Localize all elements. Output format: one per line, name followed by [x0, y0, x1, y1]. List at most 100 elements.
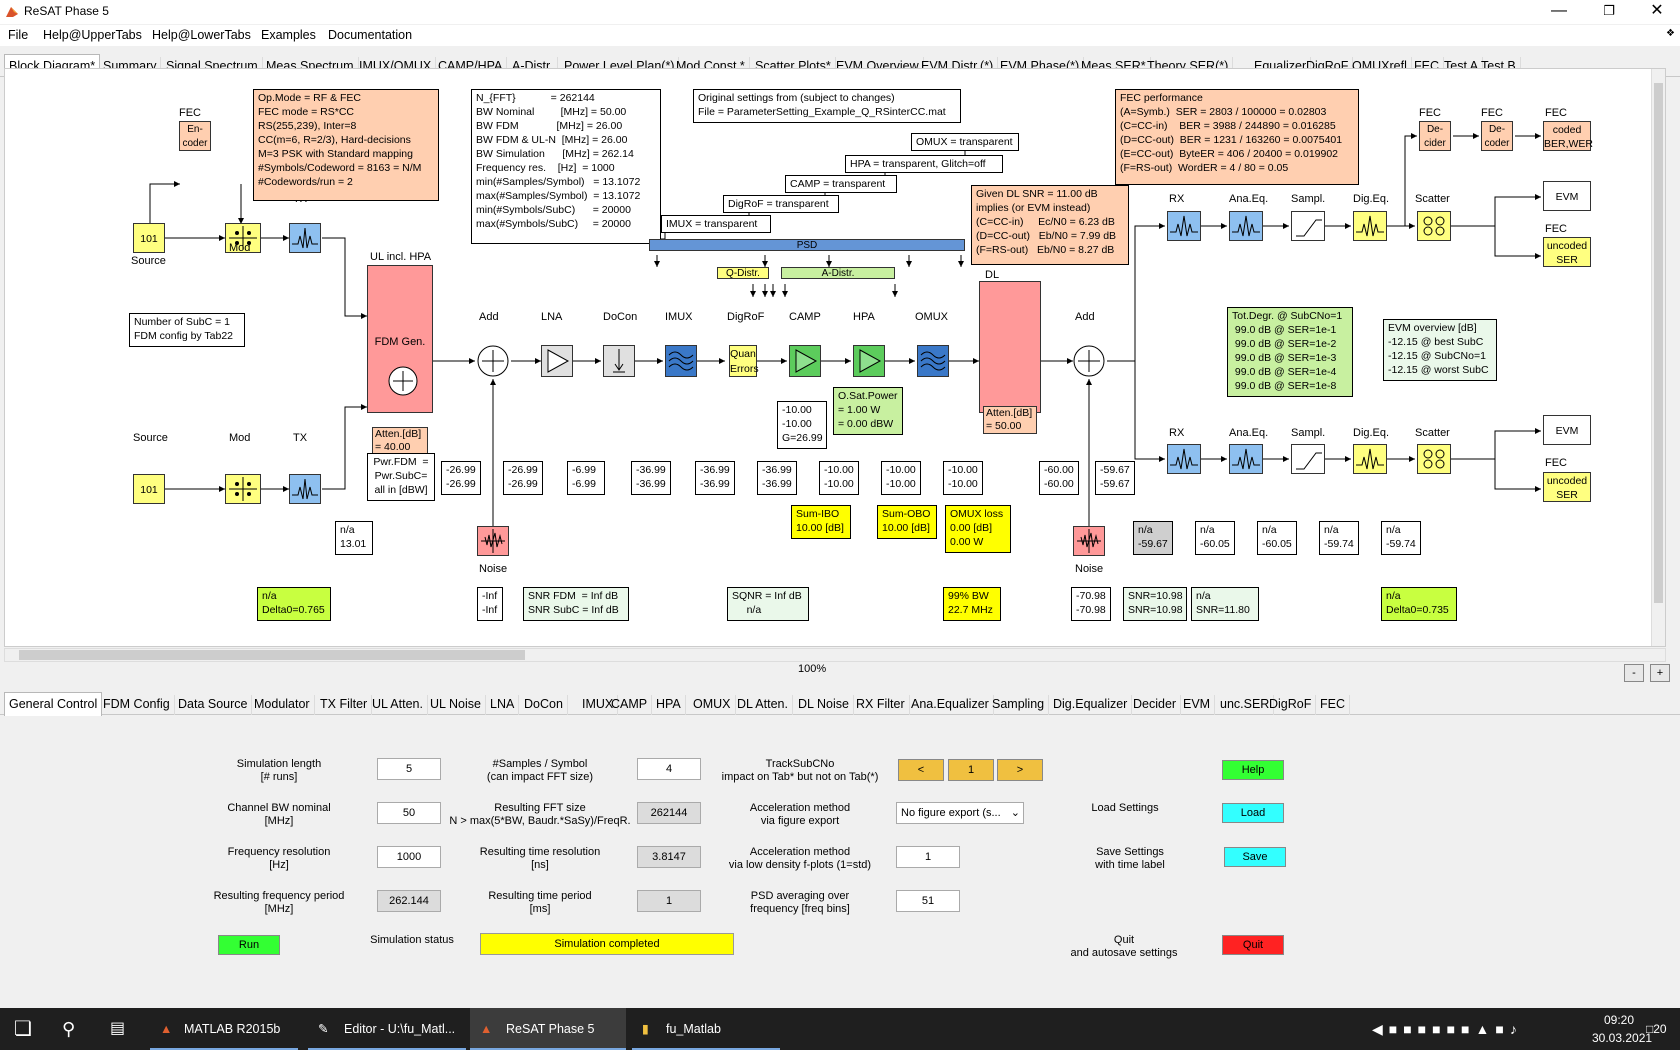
- mod-block-upper[interactable]: [225, 223, 261, 253]
- fec-encoder-block[interactable]: En- coder: [179, 121, 211, 151]
- freq-res-input[interactable]: 1000: [377, 846, 441, 868]
- menu-documentation[interactable]: Documentation: [328, 28, 413, 42]
- imux-block[interactable]: [665, 345, 697, 377]
- tx-filter-block-upper[interactable]: [289, 223, 321, 253]
- sim-length-input[interactable]: 5: [377, 758, 441, 780]
- zoom-in-button[interactable]: +: [1650, 664, 1670, 682]
- track-next-button[interactable]: >: [997, 759, 1043, 781]
- taskbar-matlab[interactable]: ▲MATLAB R2015b: [150, 1008, 298, 1050]
- taskbar-folder[interactable]: ▮fu_Matlab: [632, 1008, 780, 1050]
- minimize-button[interactable]: —: [1551, 2, 1567, 19]
- notification-icon[interactable]: □20: [1646, 1022, 1667, 1036]
- scroll-thumb[interactable]: [19, 650, 525, 660]
- source-block-upper[interactable]: 101: [133, 223, 165, 253]
- menu-file[interactable]: File: [8, 28, 29, 42]
- lower-tab[interactable]: Decider: [1129, 695, 1182, 715]
- save-button[interactable]: Save: [1224, 847, 1286, 867]
- lower-tab[interactable]: RX Filter: [852, 695, 910, 715]
- lower-tab[interactable]: Ana.Equalizer: [907, 695, 994, 715]
- anaeq-block-lower[interactable]: [1229, 444, 1263, 474]
- quit-button[interactable]: Quit: [1222, 935, 1284, 955]
- digeq-block-lower[interactable]: [1353, 444, 1387, 474]
- tx-filter-block-lower[interactable]: [289, 474, 321, 504]
- lower-tab[interactable]: Data Source: [174, 695, 253, 715]
- clock-time[interactable]: 09:20: [1604, 1013, 1635, 1027]
- windows-start-icon[interactable]: ❏: [14, 1018, 32, 1040]
- lower-tab[interactable]: DL Noise: [794, 695, 854, 715]
- psd-averaging-input[interactable]: 51: [896, 890, 960, 912]
- lower-tab[interactable]: unc.SER: [1216, 695, 1275, 715]
- lower-tab[interactable]: Modulator: [250, 695, 315, 715]
- clock-date[interactable]: 30.03.2021: [1592, 1031, 1653, 1045]
- sampler-block-lower[interactable]: [1291, 444, 1325, 474]
- taskbar-editor[interactable]: ✎Editor - U:\fu_Matl...: [308, 1008, 466, 1050]
- mod-block-lower[interactable]: [225, 474, 261, 504]
- add-node-ul[interactable]: [475, 343, 511, 379]
- system-tray-icons[interactable]: ◀■■■■■■▲■♪: [1372, 1021, 1523, 1037]
- digeq-block-upper[interactable]: [1353, 211, 1387, 241]
- menu-examples[interactable]: Examples: [261, 28, 316, 42]
- lower-tab[interactable]: HPA: [652, 695, 686, 715]
- scatter-block-upper[interactable]: [1417, 211, 1451, 241]
- menu-help-upper[interactable]: Help@UpperTabs: [43, 28, 142, 42]
- zoom-out-button[interactable]: -: [1624, 664, 1644, 682]
- quant-errors-block[interactable]: Quan Errors: [729, 345, 759, 377]
- q-distr-bar[interactable]: Q-Distr.: [717, 267, 769, 279]
- omux-block[interactable]: [917, 345, 949, 377]
- diagram-vertical-scrollbar[interactable]: [1651, 69, 1665, 646]
- sampler-block-upper[interactable]: [1291, 211, 1325, 241]
- docon-block[interactable]: [603, 345, 635, 377]
- coded-ber-block[interactable]: coded BER,WER: [1543, 121, 1593, 151]
- uncoded-ser-block-upper[interactable]: uncoded SER: [1543, 237, 1591, 267]
- add-node-dl[interactable]: [1071, 343, 1107, 379]
- lower-tab[interactable]: UL Atten.: [368, 695, 428, 715]
- anaeq-block-upper[interactable]: [1229, 211, 1263, 241]
- accel-figure-select[interactable]: No figure export (s...⌄: [896, 802, 1024, 824]
- run-button[interactable]: Run: [218, 935, 280, 955]
- lower-tab[interactable]: DL Atten.: [733, 695, 793, 715]
- dl-noise-block[interactable]: [1073, 526, 1105, 556]
- uncoded-ser-block-lower[interactable]: uncoded SER: [1543, 472, 1591, 502]
- diagram-horizontal-scrollbar[interactable]: [4, 648, 1666, 662]
- lower-tab[interactable]: LNA: [486, 695, 520, 715]
- lower-tab[interactable]: IMUX: [578, 695, 619, 715]
- a-distr-bar[interactable]: A-Distr.: [781, 267, 895, 279]
- lower-tab[interactable]: OMUX: [689, 695, 736, 715]
- lower-tab[interactable]: FEC: [1316, 695, 1350, 715]
- accel-lowdensity-input[interactable]: 1: [896, 846, 960, 868]
- lower-tab[interactable]: DigRoF: [1265, 695, 1317, 715]
- taskbar-resat[interactable]: ▲ReSAT Phase 5: [470, 1008, 626, 1050]
- lower-tab[interactable]: Sampling: [988, 695, 1050, 715]
- pin-icon[interactable]: ❖: [1666, 28, 1675, 39]
- lower-tab[interactable]: Dig.Equalizer: [1049, 695, 1133, 715]
- menu-help-lower[interactable]: Help@LowerTabs: [152, 28, 251, 42]
- scroll-thumb[interactable]: [1654, 83, 1663, 603]
- task-view-icon[interactable]: ▤: [110, 1020, 126, 1037]
- source-block-lower[interactable]: 101: [133, 474, 165, 504]
- evm-block-lower[interactable]: EVM: [1543, 415, 1591, 445]
- close-button[interactable]: ✕: [1650, 2, 1664, 19]
- search-icon[interactable]: ⚲: [62, 1019, 76, 1039]
- lower-tab[interactable]: General Control: [4, 692, 103, 716]
- maximize-button[interactable]: ❐: [1603, 3, 1615, 18]
- lower-tab[interactable]: CAMP: [607, 695, 653, 715]
- help-button[interactable]: Help: [1222, 760, 1284, 780]
- lower-tab[interactable]: DoCon: [520, 695, 568, 715]
- lna-block[interactable]: [541, 345, 573, 377]
- lower-tab[interactable]: UL Noise: [426, 695, 486, 715]
- lower-tab[interactable]: TX Filter: [316, 695, 373, 715]
- ul-noise-block[interactable]: [477, 526, 509, 556]
- lower-tab[interactable]: EVM: [1179, 695, 1216, 715]
- samples-per-symbol-input[interactable]: 4: [637, 758, 701, 780]
- psd-bar[interactable]: PSD: [649, 239, 965, 251]
- channel-bw-input[interactable]: 50: [377, 802, 441, 824]
- fec-decoder-block[interactable]: De- coder: [1481, 121, 1513, 151]
- ul-hpa-block[interactable]: FDM Gen. Atten.[dB] = 40.00: [367, 265, 433, 455]
- rx-filter-block-upper[interactable]: [1167, 211, 1201, 241]
- rx-filter-block-lower[interactable]: [1167, 444, 1201, 474]
- camp-block[interactable]: [789, 345, 821, 377]
- evm-block-upper[interactable]: EVM: [1543, 181, 1591, 211]
- dl-block[interactable]: Atten.[dB] = 50.00: [979, 281, 1041, 434]
- lower-tab[interactable]: FDM Config: [99, 695, 175, 715]
- track-subc-value[interactable]: 1: [948, 759, 994, 781]
